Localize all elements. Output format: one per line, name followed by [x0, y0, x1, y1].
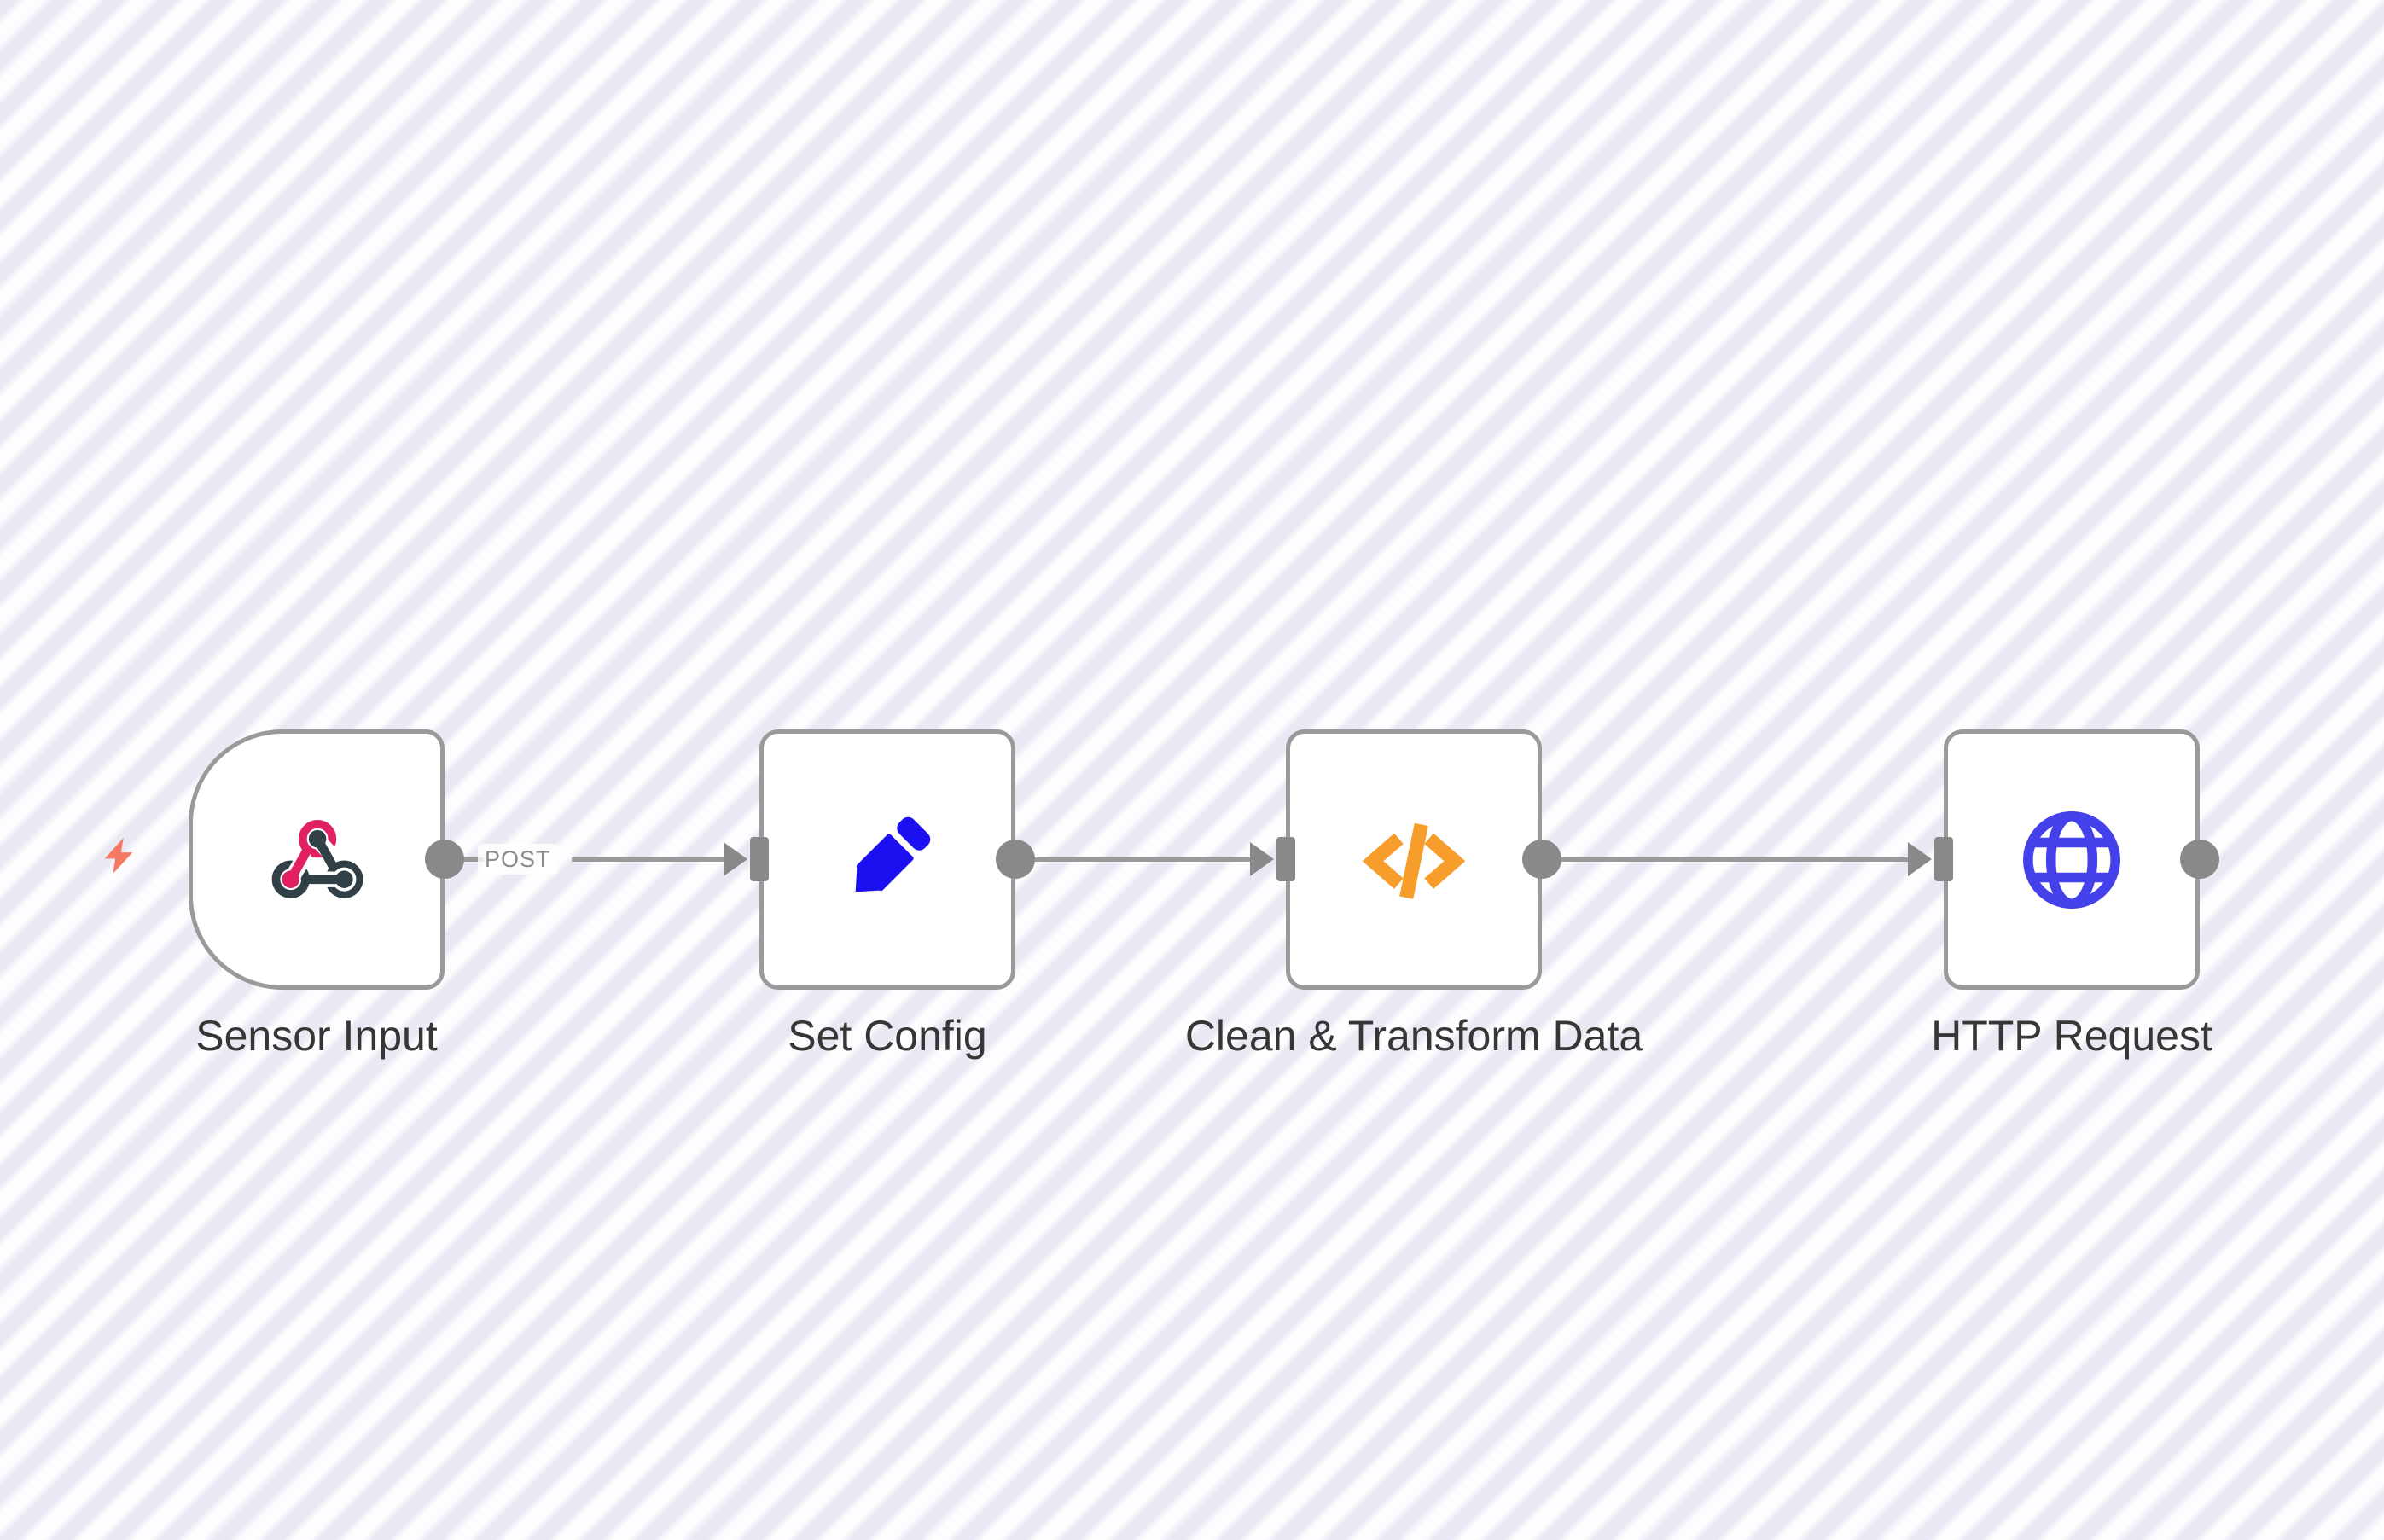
lightning-bolt-icon	[104, 837, 133, 875]
node-label-set-config[interactable]: Set Config	[788, 1012, 987, 1060]
output-port-sensor-input[interactable]	[425, 840, 464, 879]
output-port-clean-transform-data[interactable]	[1522, 840, 1561, 879]
arrowhead-icon	[1250, 842, 1274, 876]
arrowhead-icon	[1908, 842, 1932, 876]
input-port-set-config[interactable]	[750, 837, 769, 881]
input-port-http-request[interactable]	[1934, 837, 1953, 881]
output-port-http-request[interactable]	[2180, 840, 2219, 879]
webhook-icon	[271, 819, 363, 898]
connection-wire[interactable]	[572, 857, 724, 862]
connection-method-label: POST	[478, 844, 558, 875]
globe-icon	[2023, 811, 2120, 909]
pencil-icon	[855, 816, 931, 892]
code-icon	[1362, 822, 1466, 899]
input-port-clean-transform-data[interactable]	[1276, 837, 1295, 881]
connection-wire[interactable]	[462, 857, 484, 862]
node-box-set-config[interactable]	[759, 729, 1015, 990]
connection-wire[interactable]	[1560, 857, 1908, 862]
node-label-clean-transform-data[interactable]: Clean & Transform Data	[1184, 1012, 1643, 1060]
node-label-sensor-input[interactable]: Sensor Input	[195, 1012, 438, 1060]
node-label-http-request[interactable]: HTTP Request	[1931, 1012, 2212, 1060]
connection-wire[interactable]	[1033, 857, 1250, 862]
arrowhead-icon	[724, 842, 747, 876]
node-box-clean-transform-data[interactable]	[1286, 729, 1542, 990]
output-port-set-config[interactable]	[996, 840, 1035, 879]
node-box-sensor-input[interactable]	[189, 729, 445, 990]
node-box-http-request[interactable]	[1944, 729, 2200, 990]
